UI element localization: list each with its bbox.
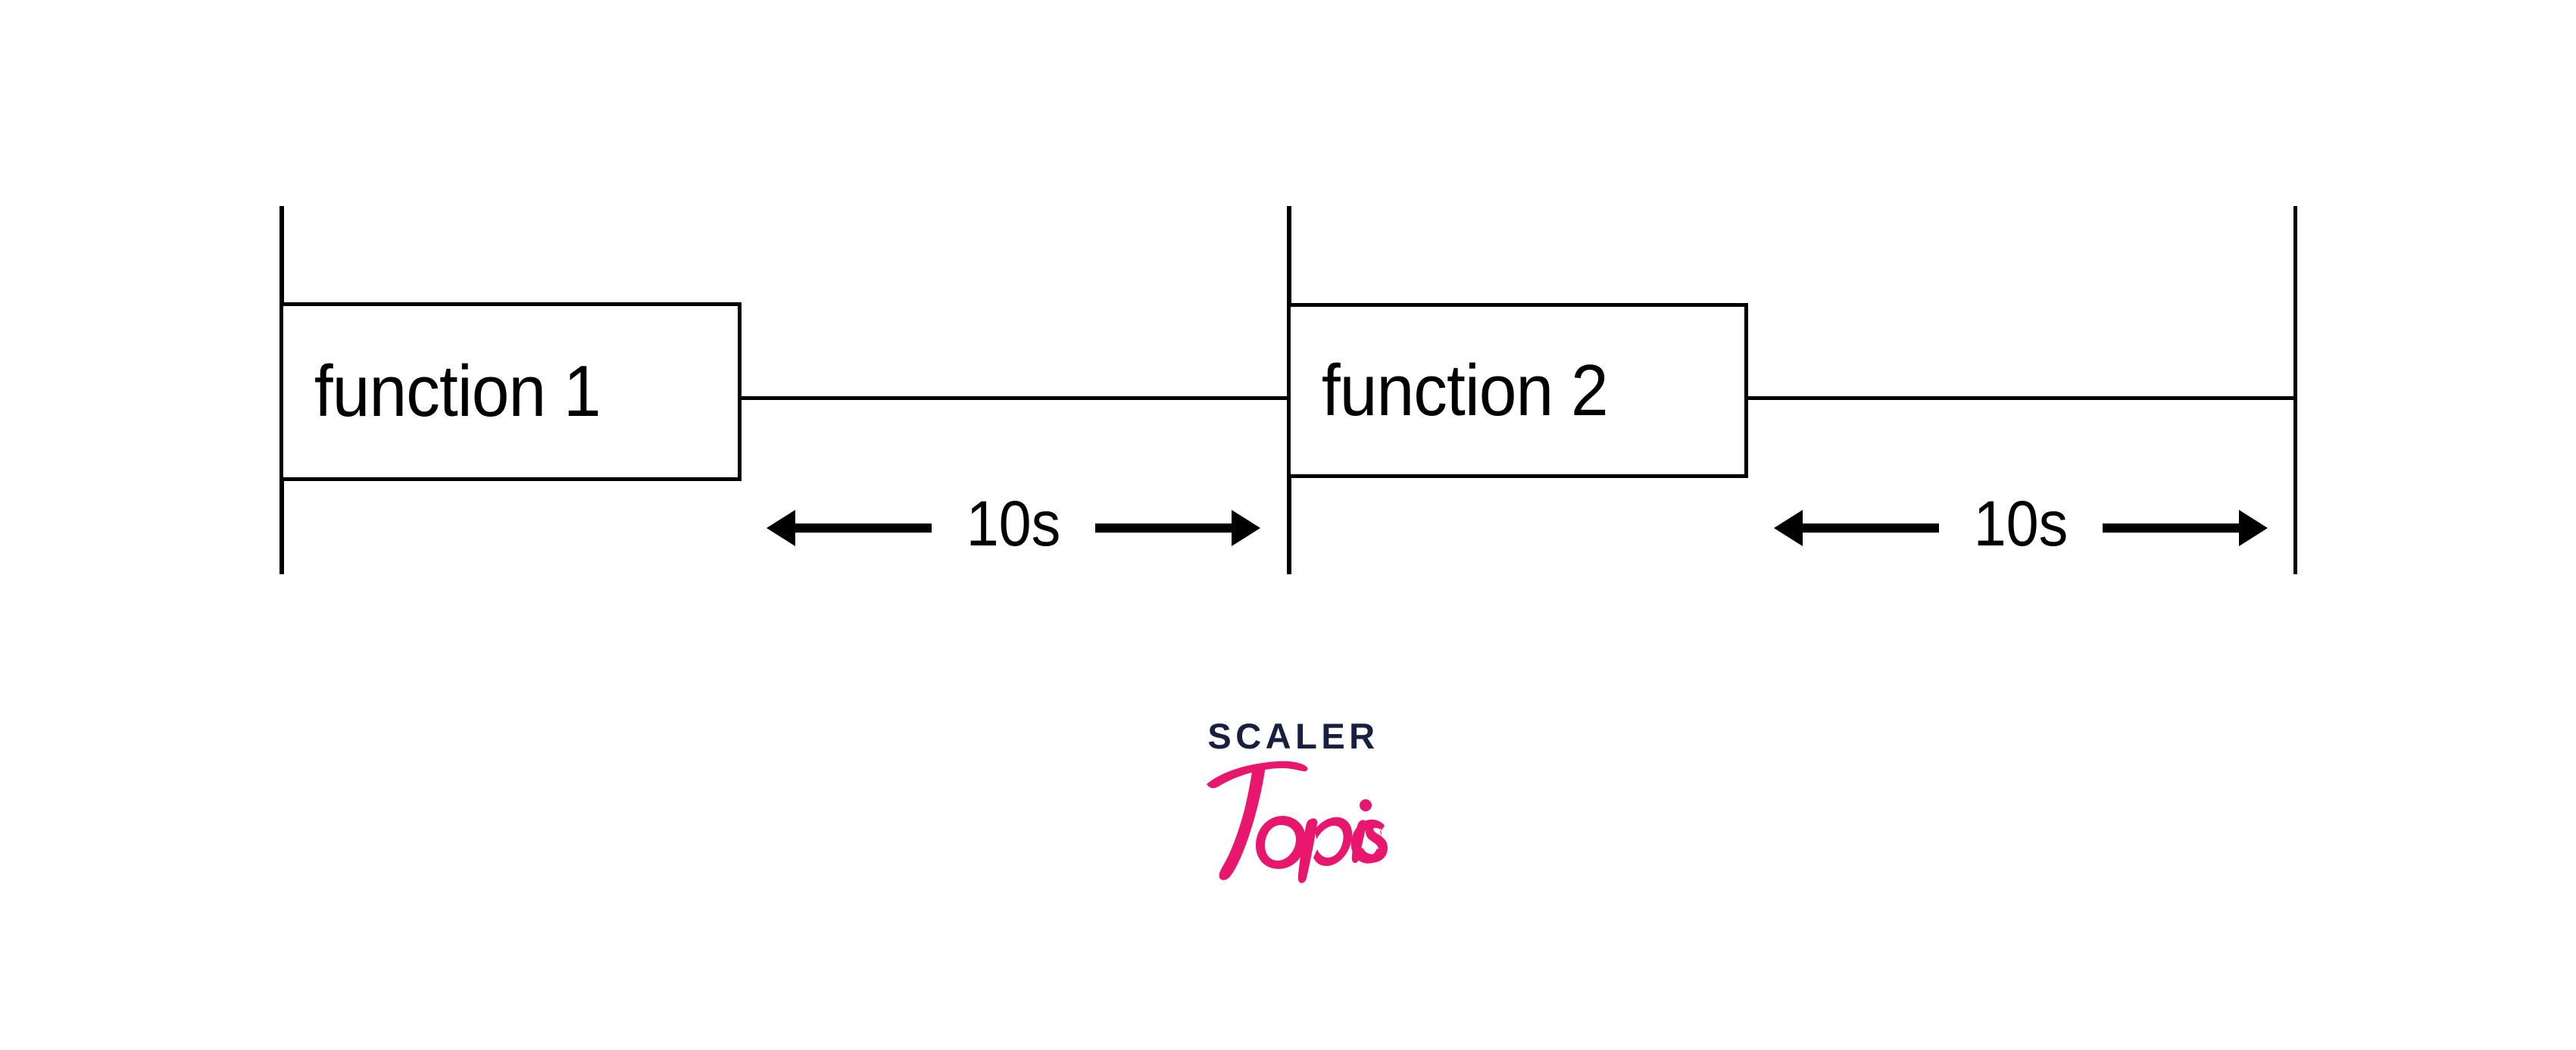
dimension-interval-2: 10s [1774,492,2268,555]
scaler-topics-logo: SCALER [1166,718,1416,896]
dimension-interval-1: 10s [767,492,1260,555]
function-box-2-label: function 2 [1321,349,1609,431]
dimension-label-1: 10s [966,488,1061,559]
function-box-1-label: function 1 [314,351,601,432]
connector-wire-1 [741,396,1289,400]
topics-script-icon [1207,761,1388,883]
logo-wordmark-scaler: SCALER [1207,716,1379,756]
function-box-2: function 2 [1287,303,1748,478]
double-arrow-icon-1 [767,510,1260,546]
logo-script-topics [1166,751,1416,883]
connector-wire-2 [1747,396,2296,400]
double-arrow-icon-2 [1774,510,2268,546]
timeline-tick-end [2293,206,2297,574]
dimension-label-2: 10s [1973,488,2069,559]
function-box-1: function 1 [279,302,742,481]
